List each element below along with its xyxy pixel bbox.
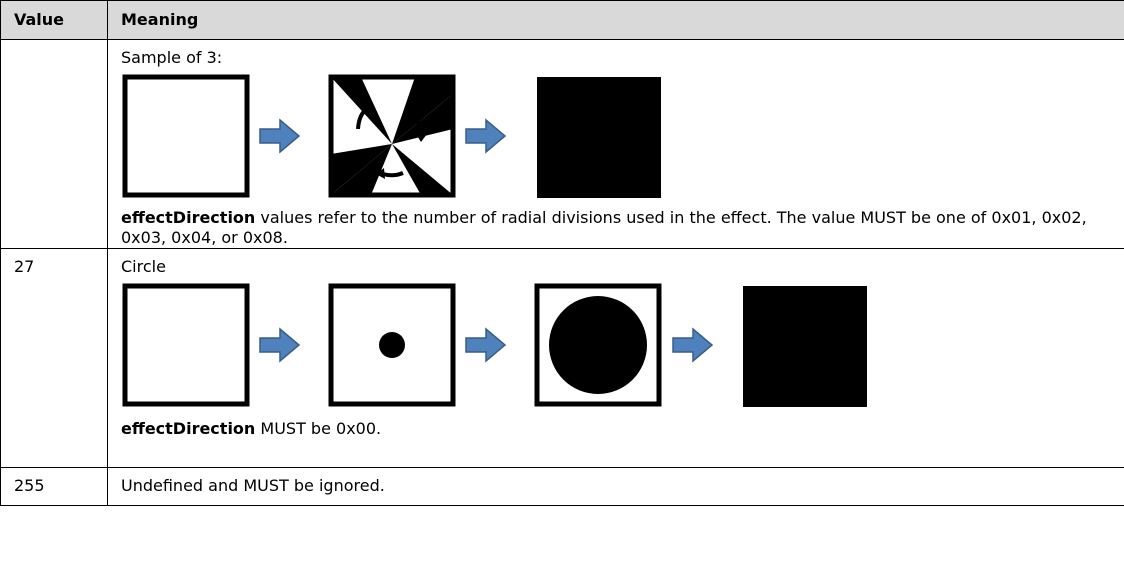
- right-arrow-icon: [259, 327, 301, 363]
- right-arrow-icon: [259, 118, 301, 154]
- table-row: 27 Circle: [0, 248, 1124, 468]
- spec-table: Value Meaning Sample of 3:: [0, 0, 1124, 506]
- effect-direction-term: effectDirection: [121, 419, 256, 438]
- value-column-header: Value: [0, 0, 108, 40]
- value-header-label: Value: [14, 10, 65, 29]
- right-arrow-icon: [465, 327, 507, 363]
- meaning-text: Undefined and MUST be ignored.: [121, 476, 385, 495]
- figure-caption: Circle: [121, 257, 166, 276]
- description-text: MUST be 0x00.: [255, 419, 382, 438]
- wedge-transition-figure: [122, 74, 661, 198]
- figure-caption: Sample of 3:: [121, 48, 223, 67]
- table-row: 255 Undefined and MUST be ignored.: [0, 467, 1124, 506]
- black-square-frame: [743, 286, 867, 407]
- table-row: Sample of 3:: [0, 39, 1124, 249]
- meaning-cell: Sample of 3:: [107, 39, 1124, 249]
- value-text: 27: [14, 257, 35, 276]
- meaning-cell: Circle: [107, 248, 1124, 468]
- white-square-frame: [122, 283, 250, 407]
- value-cell: 27: [0, 248, 108, 468]
- effect-direction-description: effectDirection values refer to the numb…: [121, 208, 1111, 248]
- meaning-cell: Undefined and MUST be ignored.: [107, 467, 1124, 506]
- meaning-column-header: Meaning: [107, 0, 1124, 40]
- right-arrow-icon: [465, 118, 507, 154]
- table-header-row: Value Meaning: [0, 0, 1124, 40]
- right-arrow-icon: [672, 327, 714, 363]
- small-dot-frame: [328, 283, 456, 407]
- split-wedge-frame: [328, 74, 456, 198]
- value-text: [1, 40, 107, 48]
- white-square-frame: [122, 74, 250, 198]
- value-text: 255: [14, 476, 45, 495]
- circle-transition-figure: [122, 283, 867, 407]
- effect-direction-description: effectDirection MUST be 0x00.: [121, 419, 1111, 439]
- value-cell: 255: [0, 467, 108, 506]
- large-circle-frame: [534, 283, 662, 407]
- value-cell: [0, 39, 108, 249]
- black-square-frame: [537, 77, 661, 198]
- meaning-header-label: Meaning: [121, 10, 199, 29]
- effect-direction-term: effectDirection: [121, 208, 256, 227]
- description-text: values refer to the number of radial div…: [121, 208, 1087, 247]
